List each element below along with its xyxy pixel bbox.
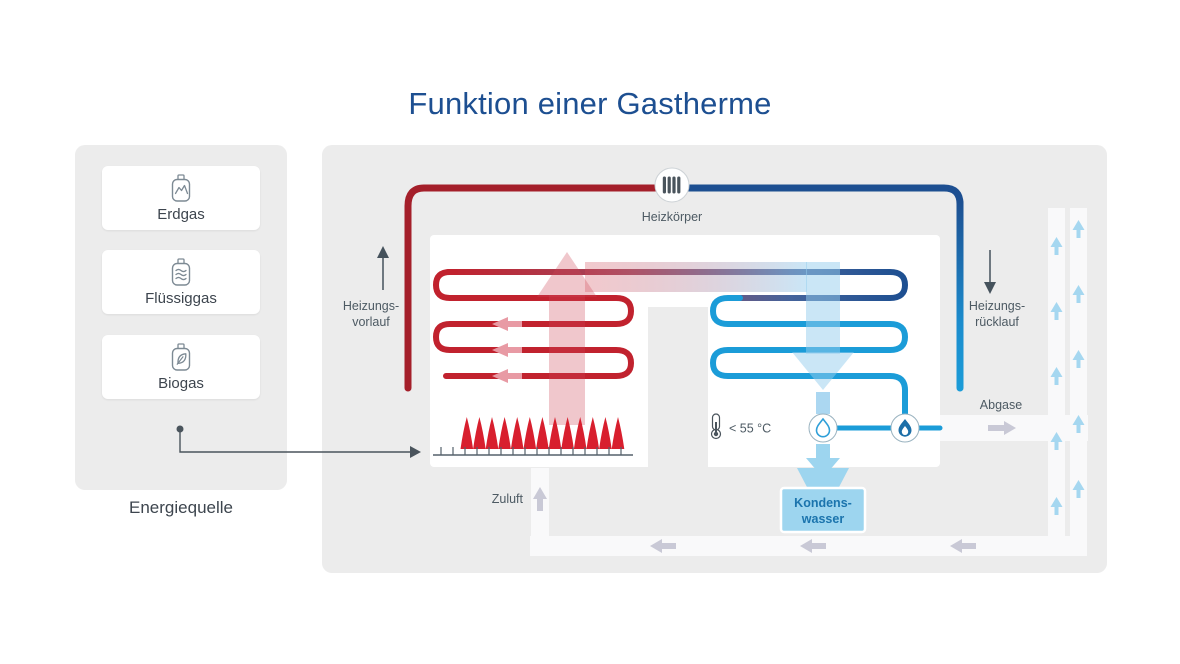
boiler-panel: [322, 145, 1107, 573]
gas-bottle-waves-icon: [171, 258, 191, 286]
energy-card-biogas: Biogas: [102, 335, 260, 399]
energy-source-caption: Energiequelle: [129, 498, 233, 517]
gas-bottle-leaf-icon: [171, 343, 191, 371]
energy-card-label: Flüssiggas: [145, 290, 217, 307]
gas-bottle-mountain-icon: [171, 174, 191, 202]
energy-source-panel: Erdgas Flüssiggas Biogas: [75, 145, 287, 490]
energy-card-label: Erdgas: [157, 206, 205, 223]
energy-card-erdgas: Erdgas: [102, 166, 260, 230]
energy-card-fluessiggas: Flüssiggas: [102, 250, 260, 314]
page-title: Funktion einer Gastherme: [408, 86, 772, 121]
energy-card-label: Biogas: [158, 375, 204, 392]
